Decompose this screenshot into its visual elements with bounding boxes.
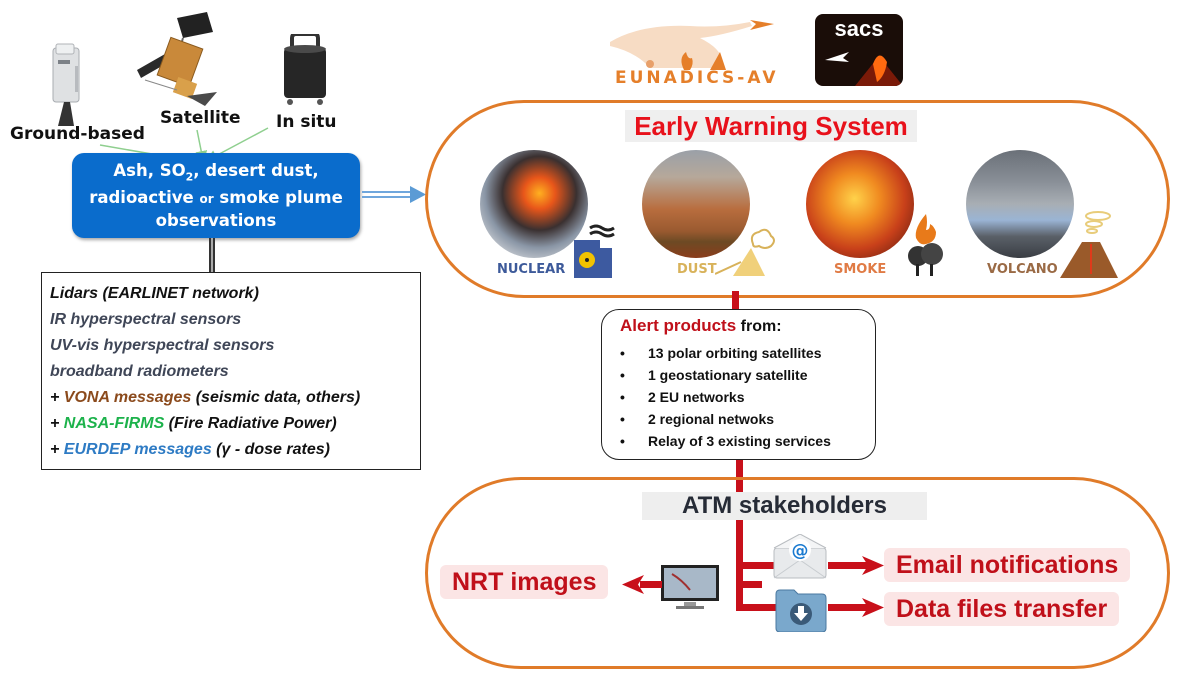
in-situ-label: In situ <box>276 112 337 132</box>
instrument-text: (γ - dose rates) <box>211 441 330 458</box>
satellite-label: Satellite <box>160 108 241 128</box>
ews-to-alert-connector <box>732 291 739 310</box>
nrt-images-output: NRT images <box>440 565 609 599</box>
branch-to-monitor <box>736 581 762 588</box>
alert-products-box: Alert products from: • 13 polar orbiting … <box>601 309 876 460</box>
bullet-icon: • <box>620 433 625 449</box>
email-envelope-icon: @ <box>773 534 827 579</box>
alert-to-atm-connector <box>736 459 743 609</box>
nuclear-photo <box>480 150 588 258</box>
nuclear-plant-icon <box>574 224 615 278</box>
monitor-to-nrt-line <box>640 581 662 588</box>
bullet-icon: • <box>620 367 625 383</box>
instrument-item: UV-vis hyperspectral sensors <box>50 333 420 359</box>
email-arrow-line <box>828 562 868 569</box>
volcano-plane-icon <box>825 52 903 86</box>
instrument-item: broadband radiometers <box>50 359 420 385</box>
data-files-transfer-output: Data files transfer <box>884 592 1120 626</box>
email-arrowhead-icon <box>862 556 884 575</box>
eunadics-plume-icon <box>610 20 774 70</box>
instrument-item: + NASA-FIRMS (Fire Radiative Power) <box>50 411 420 437</box>
smoke-label: SMOKE <box>834 262 887 277</box>
alert-product-item: • 2 EU networks <box>620 386 875 408</box>
early-warning-system-title: Early Warning System <box>625 110 917 142</box>
instrument-text: broadband radiometers <box>50 363 229 380</box>
alert-product-item: • 13 polar orbiting satellites <box>620 342 875 364</box>
instrument-text: (seismic data, others) <box>191 389 361 406</box>
instruments-list: Lidars (EARLINET network) IR hyperspectra… <box>41 272 421 470</box>
observation-line-3: observations <box>155 211 277 231</box>
alert-product-text: 2 regional netwoks <box>648 411 775 427</box>
branch-to-email <box>736 562 778 569</box>
instrument-item: + VONA messages (seismic data, others) <box>50 385 420 411</box>
obs-to-ews-arrow <box>362 186 426 203</box>
volcano-icon <box>1060 211 1118 278</box>
nuclear-label: NUCLEAR <box>497 262 566 277</box>
instrument-item: + EURDEP messages (γ - dose rates) <box>50 437 420 463</box>
instrument-text: VONA messages <box>63 389 192 406</box>
instrument-text: + <box>50 415 64 432</box>
bullet-icon: • <box>620 389 625 405</box>
alert-product-text: 1 geostationary satellite <box>648 367 808 383</box>
instrument-text: EURDEP messages <box>63 441 212 458</box>
monitor-nrt-icon <box>661 565 719 609</box>
observation-line-2: radioactive or smoke plume <box>89 188 343 208</box>
in-situ-sensor-icon <box>284 34 326 105</box>
source-connector-arrows <box>99 127 269 167</box>
alert-product-text: 13 polar orbiting satellites <box>648 345 822 361</box>
instrument-text: + <box>50 441 64 458</box>
alert-product-item: • Relay of 3 existing services <box>620 430 875 452</box>
nrt-arrowhead-icon <box>622 575 644 594</box>
sacs-logo: sacs <box>815 14 903 86</box>
download-folder-icon <box>775 589 827 632</box>
alert-products-list: • 13 polar orbiting satellites • 1 geostati… <box>620 342 875 452</box>
alert-product-item: • 2 regional netwoks <box>620 408 875 430</box>
instrument-text: UV-vis hyperspectral sensors <box>50 337 275 354</box>
instrument-text: + <box>50 389 64 406</box>
early-warning-system-panel <box>425 100 1170 298</box>
satellite-icon <box>137 12 217 106</box>
instrument-text: (Fire Radiative Power) <box>164 415 337 432</box>
ground-based-label: Ground-based <box>10 124 145 144</box>
instrument-text: IR hyperspectral sensors <box>50 311 242 328</box>
dust-storm-icon <box>715 228 775 276</box>
volcano-label: VOLCANO <box>987 262 1058 277</box>
alert-product-text: 2 EU networks <box>648 389 745 405</box>
obs-to-instruments-connector <box>209 238 215 272</box>
dust-label: DUST <box>677 262 717 277</box>
instrument-item: IR hyperspectral sensors <box>50 307 420 333</box>
alert-product-item: • 1 geostationary satellite <box>620 364 875 386</box>
observation-box: Ash, SO2, desert dust, radioactive or sm… <box>72 153 360 238</box>
volcano-photo <box>966 150 1074 258</box>
observation-line-1: Ash, SO2, desert dust, <box>113 160 319 184</box>
lidar-instrument-icon <box>52 43 80 126</box>
sacs-logo-text: sacs <box>834 16 884 41</box>
forest-fire-icon <box>908 214 943 276</box>
bullet-icon: • <box>620 345 625 361</box>
dust-photo <box>642 150 750 258</box>
data-arrowhead-icon <box>862 598 884 617</box>
smoke-photo <box>806 150 914 258</box>
branch-to-data <box>736 604 778 611</box>
atm-stakeholders-title: ATM stakeholders <box>642 492 927 520</box>
instrument-text: NASA-FIRMS <box>63 415 165 432</box>
instrument-item: Lidars (EARLINET network) <box>50 281 420 307</box>
data-arrow-line <box>828 604 868 611</box>
bullet-icon: • <box>620 411 625 427</box>
alert-product-text: Relay of 3 existing services <box>648 433 831 449</box>
email-notifications-output: Email notifications <box>884 548 1131 582</box>
alert-products-title: Alert products from: <box>620 316 782 335</box>
atm-stakeholders-panel <box>425 477 1170 669</box>
svg-text:@: @ <box>792 541 809 561</box>
eunadics-logo-text: EUNADICS-AV <box>615 68 779 88</box>
instrument-text: Lidars (EARLINET network) <box>50 285 259 302</box>
